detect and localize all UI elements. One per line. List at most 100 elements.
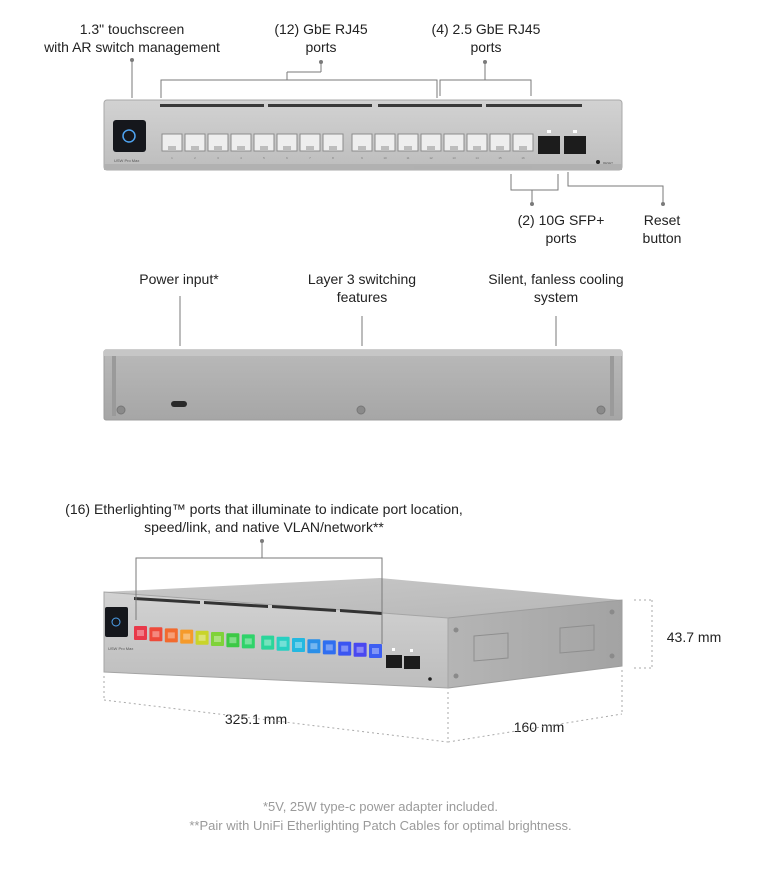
etherlighting-port-glow	[152, 631, 160, 638]
rj45-port-notch	[404, 146, 412, 151]
rj45-port-notch	[496, 146, 504, 151]
etherlighting-port-glow	[198, 634, 206, 641]
etherlighting-port	[292, 638, 305, 652]
rj45-port-notch	[237, 146, 245, 151]
etherlighting-port-glow	[356, 646, 364, 653]
etherlighting-port-glow	[341, 645, 349, 652]
cooling-label: Silent, fanless cooling system	[488, 271, 624, 305]
power-input-label: Power input*	[139, 271, 219, 287]
etherlighting-port	[180, 629, 194, 644]
rj45-port-notch	[306, 146, 314, 151]
vent-slit	[272, 605, 336, 612]
side-screw	[609, 653, 615, 659]
rj45-port-notch	[427, 146, 435, 151]
etherlighting-callout	[135, 539, 383, 644]
etherlighting-label: (16) Etherlighting™ ports that illuminat…	[65, 501, 463, 535]
port-number: 8	[332, 156, 334, 160]
rj45-port-notch	[381, 146, 389, 151]
etherlighting-port	[195, 630, 209, 645]
vent-slit	[378, 104, 482, 107]
etherlighting-port	[149, 627, 163, 642]
side-cutout	[473, 632, 509, 662]
side-cutout	[559, 624, 595, 654]
rj45-port-notch	[329, 146, 337, 151]
rj45-port-notch	[168, 146, 176, 151]
port-number: 15	[498, 156, 502, 160]
etherlighting-port-glow	[229, 637, 237, 644]
etherlighting-port	[211, 632, 224, 646]
perspective-sfp-port	[386, 655, 402, 668]
front-callouts	[130, 58, 665, 206]
rear-callouts	[179, 296, 557, 346]
etherlighting-port	[353, 642, 367, 657]
dimension-lines	[103, 599, 653, 743]
reset-text: RESET	[603, 161, 613, 165]
rear-top-edge	[104, 350, 622, 356]
sfp-led	[392, 648, 395, 651]
vent-slit	[160, 104, 264, 107]
footnote-power: *5V, 25W type-c power adapter included.	[262, 799, 499, 814]
rj45-port-notch	[191, 146, 199, 151]
rear-screw	[116, 405, 126, 415]
switch-perspective-view: USW Pro Max	[103, 578, 623, 689]
etherlighting-port	[226, 633, 240, 648]
etherlighting-port-glow	[214, 636, 221, 642]
sfp-ports-label: (2) 10G SFP+ ports	[517, 212, 605, 246]
sfp-led	[410, 649, 413, 652]
vent-slit	[340, 609, 382, 615]
rj45-port-notch	[358, 146, 366, 151]
front-bottom-edge	[104, 164, 622, 170]
rj45-port-notch	[519, 146, 527, 151]
rear-screw	[596, 405, 606, 415]
reset-button	[596, 160, 600, 164]
etherlighting-port-glow	[183, 633, 191, 640]
etherlighting-port-glow	[372, 648, 379, 654]
height-dimension: 43.7 mm	[666, 629, 722, 645]
port-number: 6	[286, 156, 288, 160]
touchscreen	[113, 120, 146, 152]
etherlighting-port-glow	[264, 639, 272, 646]
model-text: USW Pro Max	[114, 158, 139, 163]
layer3-label: Layer 3 switching features	[307, 271, 417, 305]
vent-slit	[486, 104, 582, 107]
etherlighting-port-glow	[279, 640, 287, 647]
port-number: 16	[521, 156, 525, 160]
port-number: 4	[240, 156, 242, 160]
etherlighting-port	[307, 639, 321, 654]
rj45-port-notch	[214, 146, 222, 151]
usb-c-power-port	[171, 401, 187, 407]
sfp-port	[564, 136, 586, 154]
touchscreen-label: 1.3" touchscreen with AR switch manageme…	[44, 21, 220, 55]
sfp-led	[547, 130, 551, 133]
etherlighting-port	[164, 628, 178, 643]
port-label-strip	[414, 166, 532, 169]
perspective-sfp-port	[404, 656, 420, 669]
vent-slit	[134, 597, 200, 604]
etherlighting-port-glow	[244, 638, 252, 645]
port-number: 1	[171, 156, 173, 160]
etherlighting-port	[338, 641, 352, 656]
etherlighting-port	[261, 635, 275, 650]
port-number: 11	[406, 156, 409, 160]
port-number: 5	[263, 156, 265, 160]
port-number: 2	[194, 156, 196, 160]
etherlighting-ports	[134, 626, 382, 658]
perspective-reset-button	[428, 677, 432, 681]
port-number: 10	[383, 156, 387, 160]
perspective-model-text: USW Pro Max	[108, 646, 133, 651]
etherlighting-port	[241, 634, 255, 649]
port-number: 14	[475, 156, 479, 160]
port-number: 7	[309, 156, 311, 160]
rear-bracket	[610, 356, 614, 416]
etherlighting-port-glow	[137, 630, 144, 636]
rear-screw	[356, 405, 366, 415]
etherlighting-port	[276, 636, 290, 651]
rj45-port-notch	[473, 146, 481, 151]
screen-ring-icon	[122, 129, 136, 143]
port-number: 12	[429, 156, 433, 160]
rj45-port-notch	[450, 146, 458, 151]
sfp-led	[573, 130, 577, 133]
etherlighting-port	[369, 644, 382, 658]
